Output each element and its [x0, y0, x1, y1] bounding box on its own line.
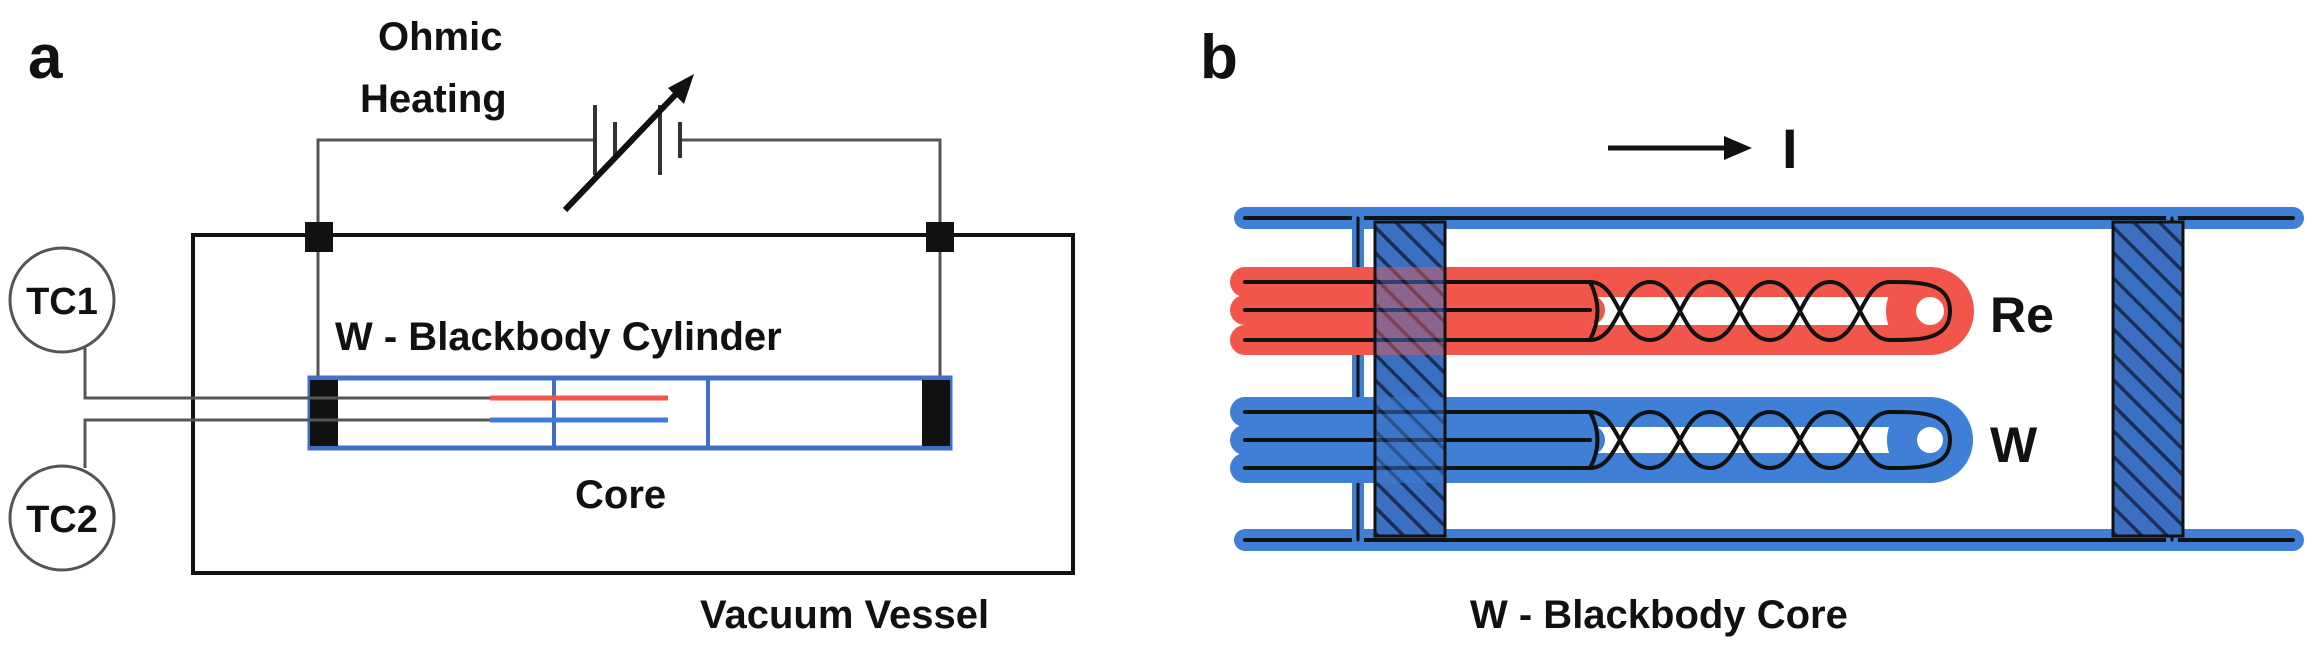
panel-b: b I — [1200, 23, 2304, 637]
blackbody-cylinder — [307, 375, 953, 451]
tc2-lead — [83, 418, 490, 468]
hatched-plug-right — [2111, 220, 2185, 538]
panel-a: a Ohmic Heating W - Blackbody Cylinder — [8, 15, 1075, 637]
heating-circuit-wire — [316, 138, 942, 235]
panel-b-title: W - Blackbody Core — [1470, 593, 1848, 637]
feedthrough-right — [926, 222, 954, 252]
current-arrow-icon — [1608, 136, 1752, 160]
battery-symbol — [593, 105, 682, 175]
ohmic-label-line2: Heating — [360, 77, 507, 121]
core-label: Core — [575, 473, 666, 517]
tc1-lead — [83, 348, 490, 400]
cylinder-label: W - Blackbody Cylinder — [335, 315, 782, 359]
tc1-gauge — [8, 246, 116, 354]
ohmic-label-line1: Ohmic — [378, 15, 502, 59]
re-thermocouple — [1230, 267, 1974, 355]
tc2-label: TC2 — [26, 499, 98, 541]
w-thermocouple — [1230, 397, 1973, 483]
panel-a-letter: a — [28, 23, 63, 92]
variable-arrow-icon — [562, 74, 694, 213]
vacuum-vessel-box — [191, 233, 1075, 575]
hatched-plug-left-overlay — [1373, 220, 1447, 538]
panel-b-letter: b — [1200, 23, 1238, 92]
re-label: Re — [1990, 287, 2054, 343]
feedthrough-left — [305, 222, 333, 252]
vessel-label: Vacuum Vessel — [700, 593, 989, 637]
tc1-label: TC1 — [26, 281, 98, 323]
cylinder-end-left — [310, 380, 338, 446]
w-label: W — [1990, 417, 2038, 473]
tc2-gauge — [8, 464, 116, 572]
cylinder-end-right — [922, 380, 950, 446]
current-label: I — [1782, 117, 1798, 180]
